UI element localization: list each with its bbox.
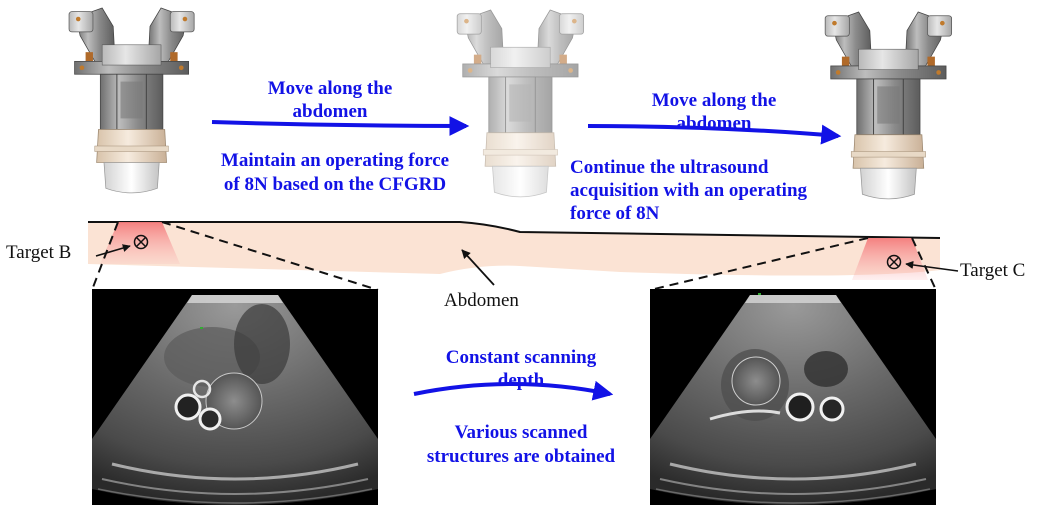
ultrasound-image-target-b [92,289,378,505]
label-various-line-2: structures are obtained [427,446,616,467]
ultrasound-image-target-c [650,289,936,505]
label-various-structures: Various scanned structures are obtained [427,422,616,467]
target-b-label: Target B [6,242,71,263]
label-constant-line-1: Constant scanning [446,347,597,368]
arrow-move-1 [212,122,466,126]
target-c-label: Target C [960,260,1025,281]
label-continue-acquisition: Continue the ultrasound acquisition with… [570,157,808,224]
robot-probe-right [825,12,951,199]
label-move-1-line-1: Move along the [268,78,393,99]
label-move-2-line-2: abdomen [677,113,752,134]
label-move-1-line-2: abdomen [293,101,368,122]
abdomen-label: Abdomen [444,290,519,311]
label-maintain-line-1: Maintain an operating force [221,150,449,171]
label-continue-line-2: acquisition with an operating [570,180,808,201]
robot-probe-left [69,8,194,193]
label-move-1: Move along the abdomen [268,78,393,122]
label-various-line-1: Various scanned [455,422,588,443]
label-continue-line-3: force of 8N [570,203,660,224]
robot-probe-middle [457,10,583,197]
label-move-2-line-1: Move along the [652,90,777,111]
label-constant-line-2: depth [498,370,545,391]
label-continue-line-1: Continue the ultrasound [570,157,769,178]
label-maintain-force: Maintain an operating force of 8N based … [221,150,449,195]
label-maintain-line-2: of 8N based on the CFGRD [224,174,446,195]
